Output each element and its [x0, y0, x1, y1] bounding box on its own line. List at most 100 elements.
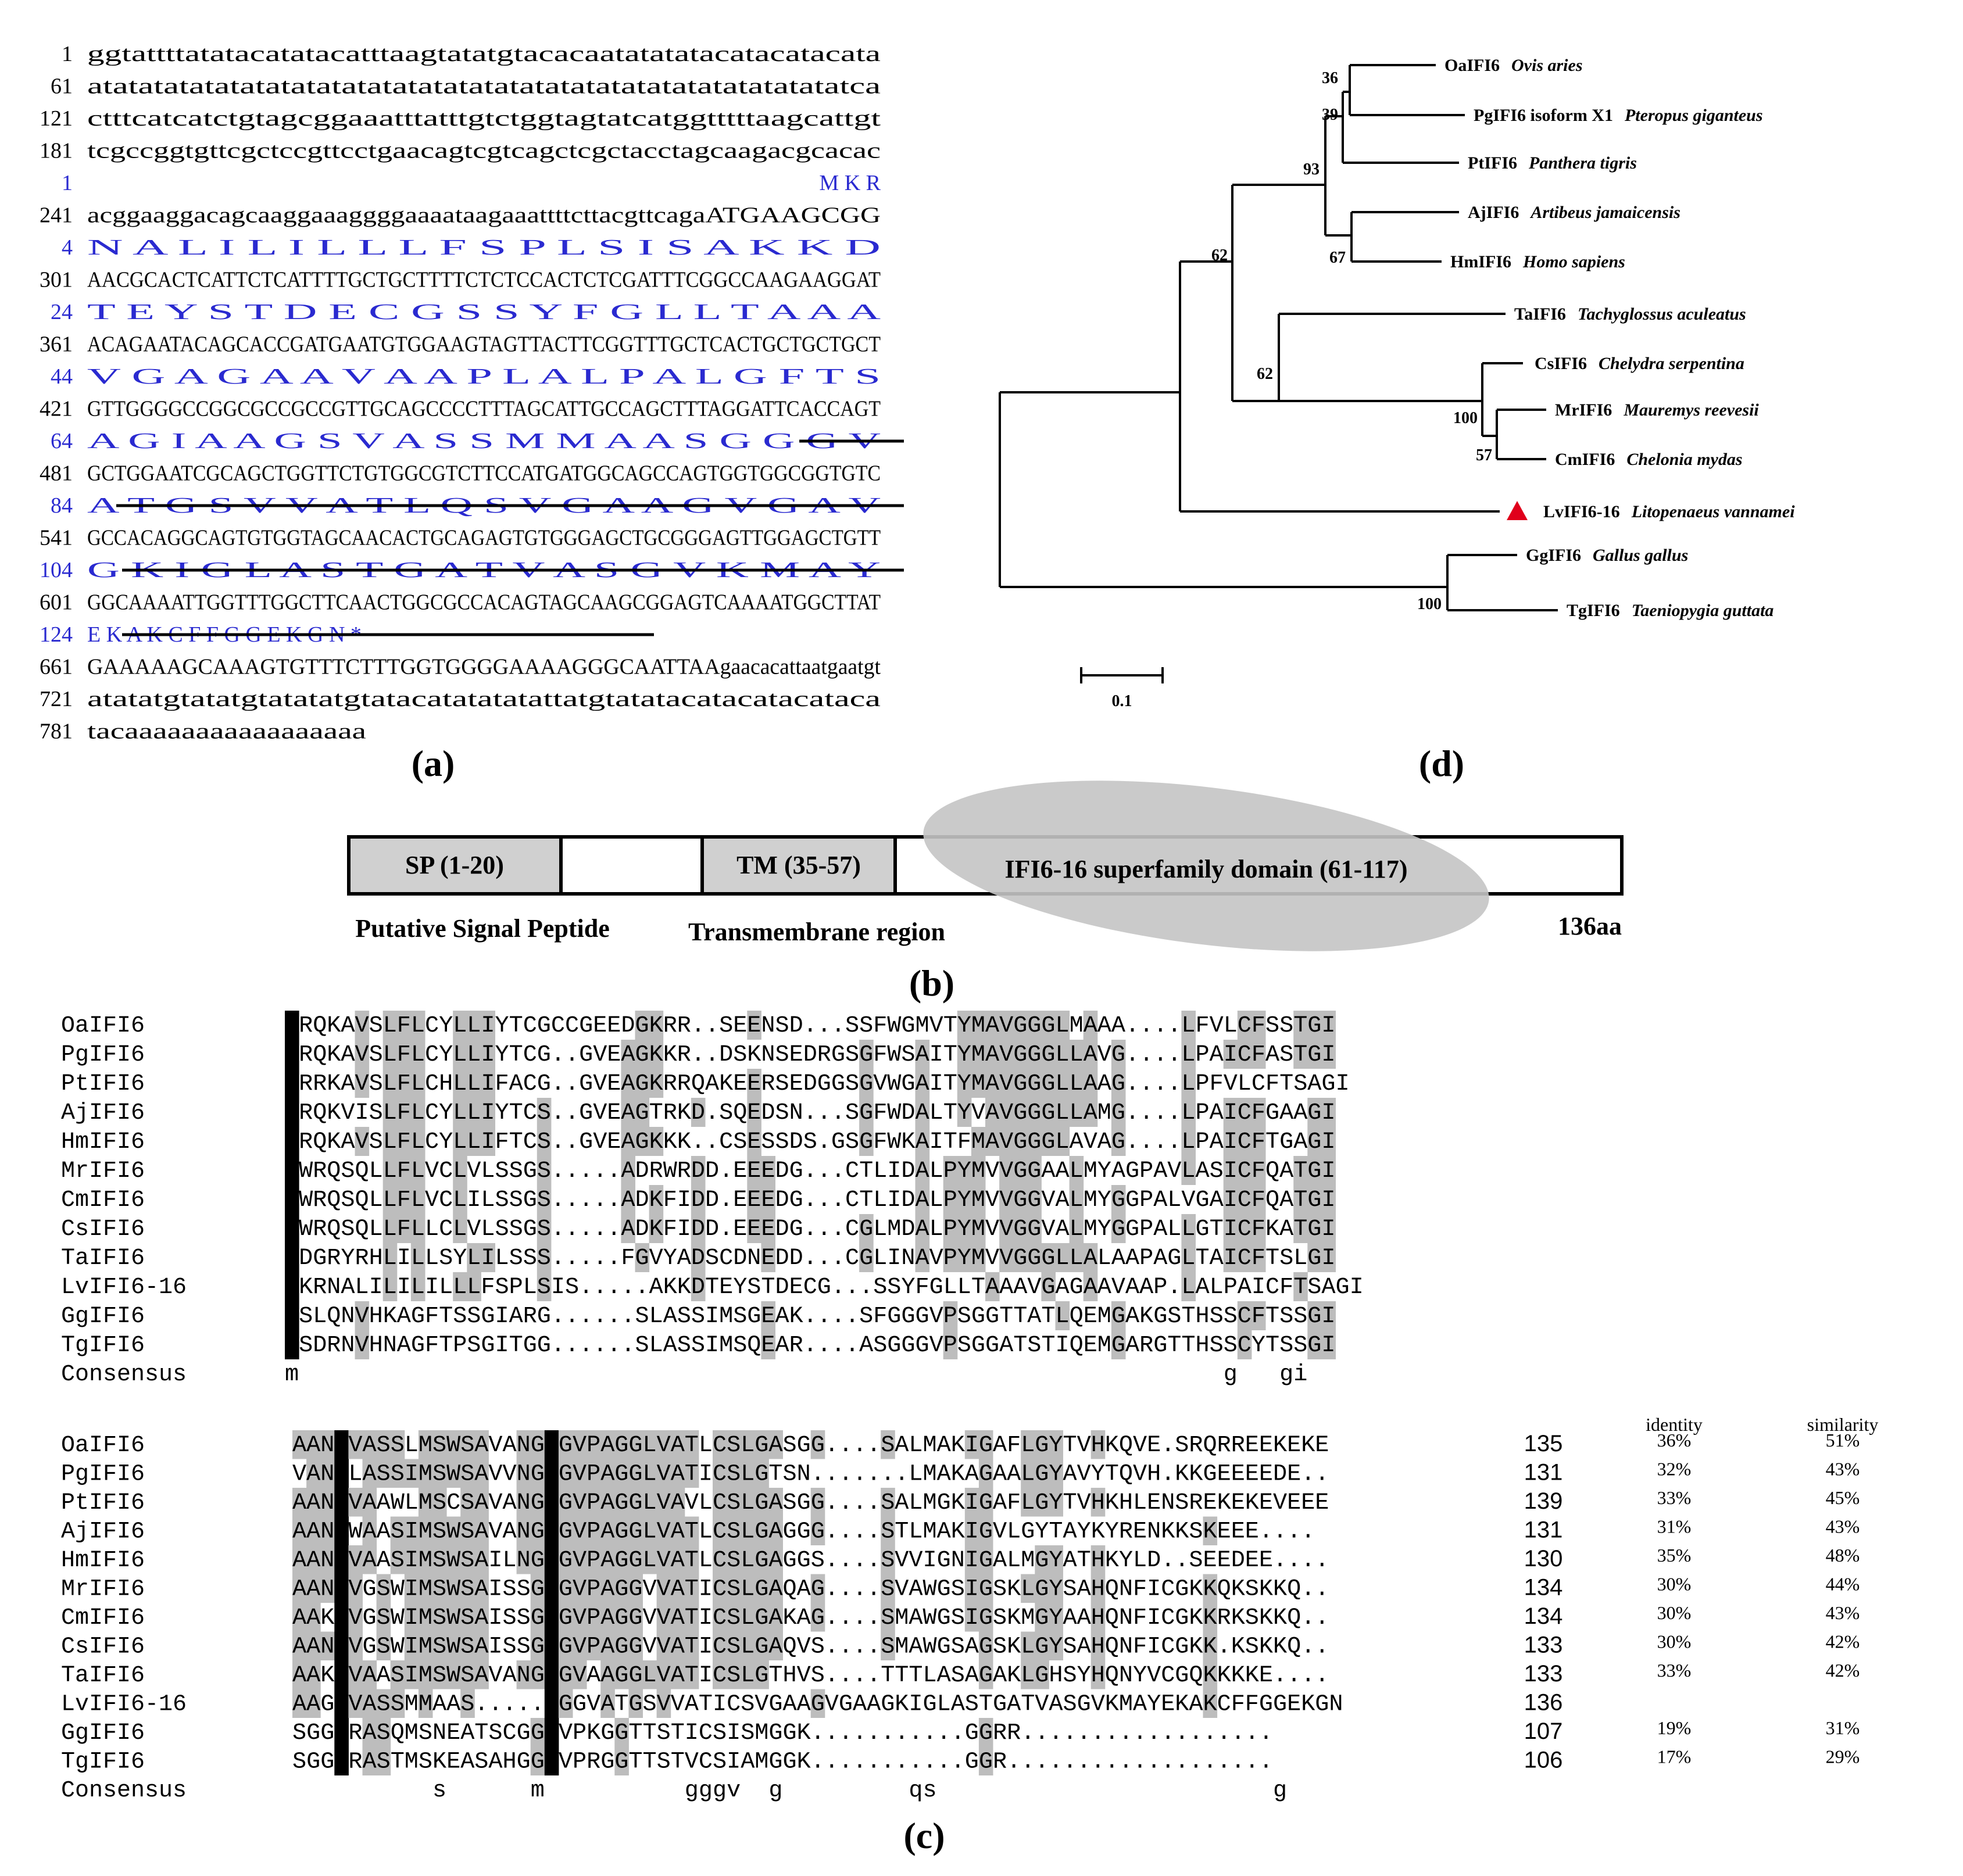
- similar-residue-shade: [396, 1127, 412, 1156]
- similar-residue-shade: [537, 1156, 552, 1185]
- similar-residue-shade: [382, 1069, 398, 1098]
- similar-residue-shade: [628, 1603, 643, 1632]
- similar-residue-shade: [1049, 1459, 1063, 1488]
- similar-residue-shade: [1181, 1069, 1196, 1098]
- similar-residue-shade: [915, 1214, 930, 1243]
- similar-residue-shade: [642, 1459, 657, 1488]
- similar-residue-shade: [320, 1631, 335, 1660]
- similar-residue-shade: [1111, 1301, 1126, 1330]
- similar-residue-shade: [530, 1430, 545, 1459]
- similar-residue-shade: [362, 1430, 377, 1459]
- similar-residue-shade: [530, 1660, 545, 1689]
- alignment-row-name: PgIFI6: [61, 1462, 145, 1488]
- similar-residue-shade: [410, 1040, 426, 1069]
- similar-residue-shade: [362, 1689, 377, 1718]
- similar-residue-shade: [1111, 1214, 1126, 1243]
- similar-residue-shade: [1251, 1098, 1266, 1127]
- similar-residue-shade: [1307, 1040, 1322, 1069]
- similar-residue-shade: [943, 1214, 958, 1243]
- identical-residue-shade: [334, 1689, 349, 1718]
- identical-residue-shade: [544, 1660, 559, 1689]
- domain-label: IFI6-16 superfamily domain (61-117): [1005, 855, 1408, 883]
- bootstrap-value: 93: [1303, 160, 1320, 178]
- similar-residue-shade: [348, 1631, 363, 1660]
- similar-residue-shade: [573, 1660, 587, 1689]
- identical-residue-shade: [285, 1330, 299, 1359]
- similar-residue-shade: [404, 1516, 419, 1545]
- similar-residue-shade: [768, 1488, 783, 1517]
- similar-residue-shade: [530, 1603, 545, 1632]
- similar-residue-shade: [1027, 1243, 1042, 1272]
- similar-residue-shade: [1237, 1127, 1252, 1156]
- panel-b-label: (b): [909, 962, 954, 1004]
- similar-residue-shade: [1035, 1631, 1049, 1660]
- similar-residue-shade: [614, 1718, 629, 1747]
- similar-residue-shade: [1049, 1430, 1063, 1459]
- similar-residue-shade: [768, 1545, 783, 1574]
- identical-residue-shade: [334, 1603, 349, 1632]
- similar-residue-shade: [642, 1660, 657, 1689]
- similar-residue-shade: [537, 1272, 552, 1301]
- similar-residue-shade: [1321, 1040, 1336, 1069]
- similar-residue-shade: [467, 1011, 481, 1040]
- similar-residue-shade: [1203, 1631, 1218, 1660]
- similar-residue-shade: [292, 1430, 307, 1459]
- similarity-value: 51%: [1826, 1430, 1860, 1451]
- similar-residue-shade: [1293, 1272, 1308, 1301]
- similar-residue-shade: [881, 1545, 895, 1574]
- line-number: 181: [40, 139, 73, 163]
- similar-residue-shade: [558, 1574, 573, 1603]
- similar-residue-shade: [1293, 1156, 1308, 1185]
- similar-residue-shade: [390, 1430, 405, 1459]
- similar-residue-shade: [741, 1631, 755, 1660]
- similar-residue-shade: [670, 1516, 685, 1545]
- similar-residue-shade: [474, 1545, 489, 1574]
- similar-residue-shade: [635, 1069, 650, 1098]
- similar-residue-shade: [656, 1516, 671, 1545]
- similar-residue-shade: [957, 1098, 972, 1127]
- nucleotide-line: ctttcatcatctgtagcggaaatttatttgtctggtagta…: [87, 106, 881, 131]
- line-number: 24: [51, 300, 73, 324]
- similar-residue-shade: [1321, 1301, 1336, 1330]
- similar-residue-shade: [713, 1631, 727, 1660]
- similar-residue-shade: [1111, 1069, 1126, 1098]
- similar-residue-shade: [985, 1069, 1000, 1098]
- alignment-row-sequence: SGGSRASQMSNEATSCGGGVPKGGTTSTICSISMGGK...…: [292, 1720, 1273, 1746]
- similar-residue-shade: [747, 1069, 761, 1098]
- nucleotide-line: atatatatatatatatatatatatatatatatatatatat…: [87, 74, 881, 99]
- similar-residue-shade: [1203, 1603, 1218, 1632]
- alignment-row-length: 136: [1524, 1690, 1563, 1716]
- identity-value: 30%: [1657, 1602, 1692, 1623]
- similar-residue-shade: [1069, 1214, 1084, 1243]
- similarity-value: 43%: [1826, 1516, 1860, 1537]
- similar-residue-shade: [810, 1488, 825, 1517]
- similar-residue-shade: [1049, 1574, 1063, 1603]
- similar-residue-shade: [614, 1631, 629, 1660]
- similar-residue-shade: [978, 1603, 993, 1632]
- amino-acid-line: V G A G A A V A A P L A L P A L G F T S: [87, 364, 881, 389]
- identical-residue-shade: [285, 1301, 299, 1330]
- similar-residue-shade: [1027, 1098, 1042, 1127]
- similar-residue-shade: [957, 1011, 972, 1040]
- similar-residue-shade: [999, 1098, 1014, 1127]
- similar-residue-shade: [467, 1127, 481, 1156]
- similar-residue-shade: [1035, 1488, 1049, 1517]
- amino-acid-line: N A L I L I L L L F S P L S I S A K K D: [87, 235, 881, 260]
- similar-residue-shade: [306, 1574, 321, 1603]
- identical-residue-shade: [334, 1746, 349, 1775]
- domain-ellipse: [923, 781, 1489, 951]
- similar-residue-shade: [1049, 1603, 1063, 1632]
- identical-residue-shade: [334, 1660, 349, 1689]
- similar-residue-shade: [1321, 1011, 1336, 1040]
- similar-residue-shade: [747, 1156, 761, 1185]
- similar-residue-shade: [964, 1603, 979, 1632]
- identical-residue-shade: [544, 1459, 559, 1488]
- amino-acid-line: T E Y S T D E C G S S Y F G L L T A A A: [87, 300, 881, 324]
- similar-residue-shade: [761, 1214, 775, 1243]
- similar-residue-shade: [453, 1272, 467, 1301]
- similar-residue-shade: [741, 1603, 755, 1632]
- similar-residue-shade: [1307, 1330, 1322, 1359]
- identical-residue-shade: [285, 1069, 299, 1098]
